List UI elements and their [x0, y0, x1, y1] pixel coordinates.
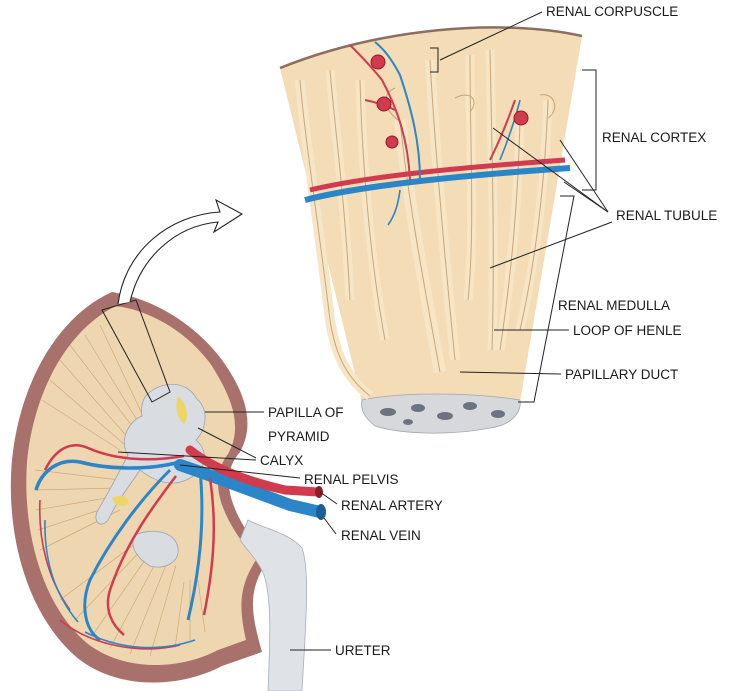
label-renal-cortex: RENAL CORTEX — [602, 130, 706, 145]
label-pyramid: PYRAMID — [268, 429, 330, 444]
kidney-section — [11, 292, 326, 691]
label-renal-artery: RENAL ARTERY — [341, 498, 443, 513]
label-renal-vein: RENAL VEIN — [341, 528, 421, 543]
label-renal-pelvis: RENAL PELVIS — [304, 472, 399, 487]
label-renal-tubule: RENAL TUBULE — [616, 208, 717, 223]
cortex-bracket — [582, 70, 596, 190]
artery-opening — [315, 486, 323, 498]
vein-opening — [316, 504, 326, 520]
label-ureter: URETER — [335, 643, 391, 658]
zoom-arrow — [118, 200, 242, 304]
label-papillary-duct: PAPILLARY DUCT — [565, 367, 678, 382]
enlarged-section — [280, 27, 582, 433]
label-papilla-of: PAPILLA OF — [268, 405, 344, 420]
label-calyx: CALYX — [260, 453, 303, 468]
label-renal-corpuscle: RENAL CORPUSCLE — [546, 4, 678, 19]
label-loop-of-henle: LOOP OF HENLE — [573, 323, 682, 338]
label-renal-medulla: RENAL MEDULLA — [558, 298, 670, 313]
